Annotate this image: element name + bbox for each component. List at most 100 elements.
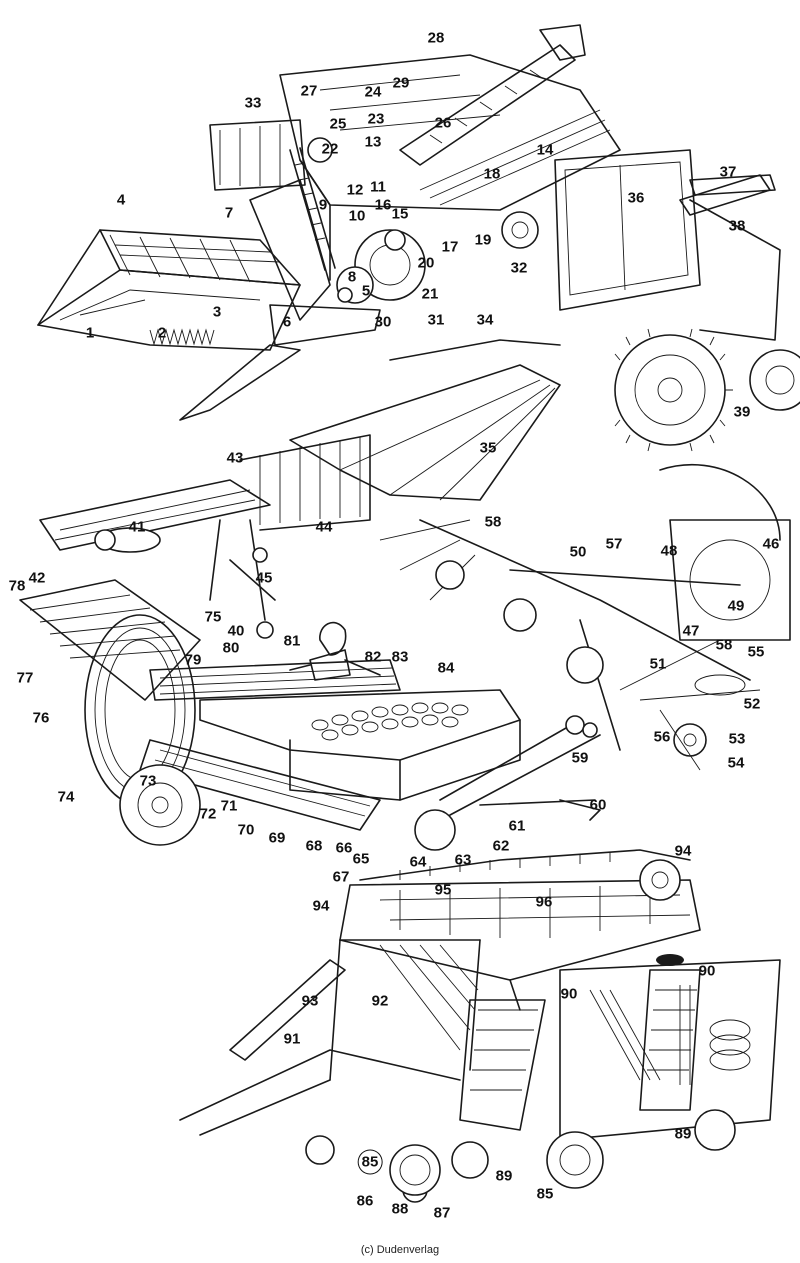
label-70: 70 xyxy=(237,821,255,839)
label-13: 13 xyxy=(364,133,382,151)
label-22: 22 xyxy=(321,140,339,158)
label-55: 55 xyxy=(747,643,765,661)
label-54: 54 xyxy=(727,754,745,772)
label-89-left: 89 xyxy=(495,1167,513,1185)
label-89-right: 89 xyxy=(674,1125,692,1143)
label-62: 62 xyxy=(492,837,510,855)
label-83: 83 xyxy=(391,648,409,666)
label-27: 27 xyxy=(300,82,318,100)
label-44: 44 xyxy=(315,518,333,536)
label-71: 71 xyxy=(220,797,238,815)
label-72: 72 xyxy=(199,805,217,823)
label-45: 45 xyxy=(255,569,273,587)
label-85: 85 xyxy=(536,1185,554,1203)
label-26: 26 xyxy=(434,114,452,132)
label-59: 59 xyxy=(571,749,589,767)
label-17: 17 xyxy=(441,238,459,256)
label-90-left: 90 xyxy=(560,985,578,1003)
label-35: 35 xyxy=(479,439,497,457)
label-36: 36 xyxy=(627,189,645,207)
label-2: 2 xyxy=(157,324,167,342)
label-43: 43 xyxy=(226,449,244,467)
label-64: 64 xyxy=(409,853,427,871)
label-20: 20 xyxy=(417,254,435,272)
label-23: 23 xyxy=(367,110,385,128)
label-67: 67 xyxy=(332,868,350,886)
label-85-circled: 85 xyxy=(357,1149,383,1175)
label-42: 42 xyxy=(28,569,46,587)
label-41: 41 xyxy=(128,518,146,536)
label-39: 39 xyxy=(733,403,751,421)
label-40: 40 xyxy=(227,622,245,640)
label-31: 31 xyxy=(427,311,445,329)
label-38: 38 xyxy=(728,217,746,235)
label-49: 49 xyxy=(727,597,745,615)
label-19: 19 xyxy=(474,231,492,249)
label-16: 16 xyxy=(374,196,392,214)
label-29: 29 xyxy=(392,74,410,92)
label-73: 73 xyxy=(139,772,157,790)
label-80: 80 xyxy=(222,639,240,657)
label-88: 88 xyxy=(391,1200,409,1218)
label-57: 57 xyxy=(605,535,623,553)
label-10: 10 xyxy=(348,207,366,225)
label-34: 34 xyxy=(476,311,494,329)
label-5: 5 xyxy=(361,282,371,300)
label-87: 87 xyxy=(433,1204,451,1222)
label-93: 93 xyxy=(301,992,319,1010)
label-1: 1 xyxy=(85,324,95,342)
label-78: 78 xyxy=(8,577,26,595)
label-7: 7 xyxy=(224,204,234,222)
label-14: 14 xyxy=(536,141,554,159)
label-30: 30 xyxy=(374,313,392,331)
label-46: 46 xyxy=(762,535,780,553)
combine-harvester-drawing xyxy=(37,24,621,421)
label-12: 12 xyxy=(346,181,364,199)
label-68: 68 xyxy=(305,837,323,855)
label-86: 86 xyxy=(356,1192,374,1210)
rake-drawing xyxy=(39,434,371,639)
label-60: 60 xyxy=(589,796,607,814)
label-48: 48 xyxy=(660,542,678,560)
label-28: 28 xyxy=(427,29,445,47)
label-9: 9 xyxy=(318,196,328,214)
potato-harvester-drawing xyxy=(19,579,601,851)
label-95: 95 xyxy=(434,881,452,899)
label-56: 56 xyxy=(653,728,671,746)
label-75: 75 xyxy=(204,608,222,626)
label-94-left: 94 xyxy=(312,897,330,915)
label-15: 15 xyxy=(391,205,409,223)
label-21: 21 xyxy=(421,285,439,303)
label-4: 4 xyxy=(116,191,126,209)
label-11: 11 xyxy=(370,178,386,196)
label-76: 76 xyxy=(32,709,50,727)
label-53: 53 xyxy=(728,730,746,748)
label-90-right: 90 xyxy=(698,962,716,980)
label-18: 18 xyxy=(483,165,501,183)
label-79: 79 xyxy=(184,651,202,669)
label-94-right: 94 xyxy=(674,842,692,860)
label-92: 92 xyxy=(371,992,389,1010)
label-37: 37 xyxy=(719,163,737,181)
beet-harvester-drawing xyxy=(179,849,781,1203)
label-77: 77 xyxy=(16,669,34,687)
label-8: 8 xyxy=(347,268,357,286)
label-3: 3 xyxy=(212,303,222,321)
label-58-tedder-rotor: 58 xyxy=(715,636,733,654)
label-63: 63 xyxy=(454,851,472,869)
label-69: 69 xyxy=(268,829,286,847)
label-96: 96 xyxy=(535,893,553,911)
label-74: 74 xyxy=(57,788,75,806)
label-81: 81 xyxy=(283,632,301,650)
label-61: 61 xyxy=(508,817,526,835)
tedder-drawing xyxy=(379,464,791,771)
label-25: 25 xyxy=(329,115,347,133)
label-33: 33 xyxy=(244,94,262,112)
label-91: 91 xyxy=(283,1030,301,1048)
label-50: 50 xyxy=(569,543,587,561)
label-52: 52 xyxy=(743,695,761,713)
label-24: 24 xyxy=(364,83,382,101)
label-58-tedder-arm: 58 xyxy=(484,513,502,531)
